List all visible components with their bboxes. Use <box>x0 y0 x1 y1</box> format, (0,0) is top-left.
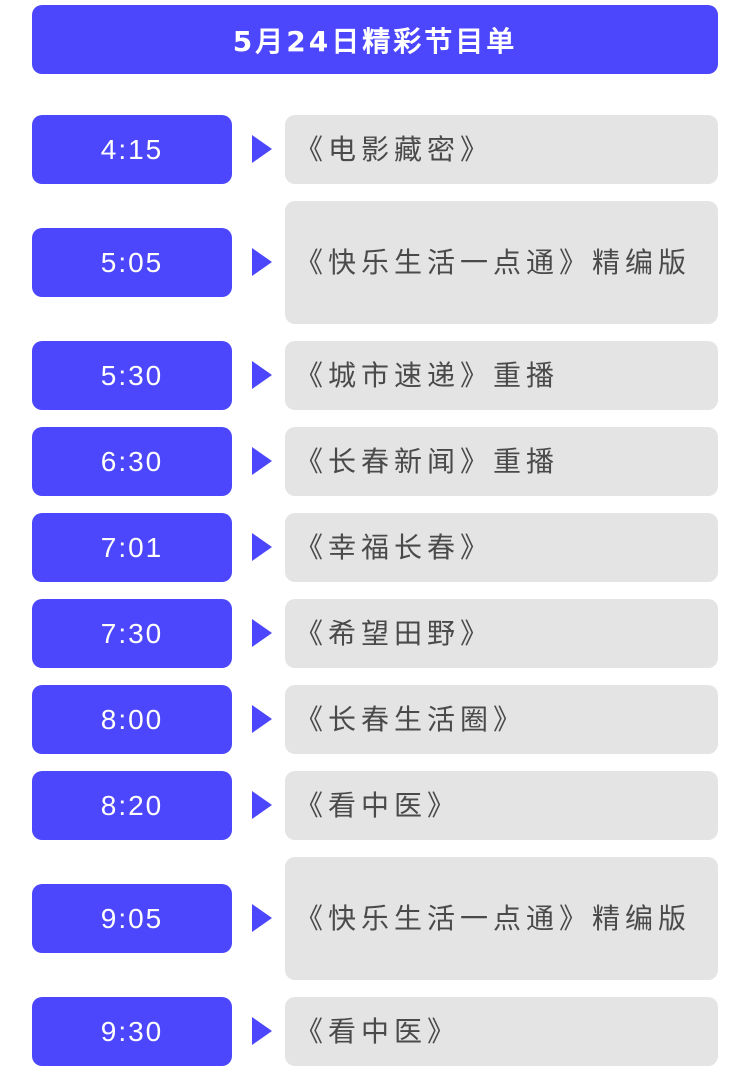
play-arrow-icon <box>252 705 272 733</box>
schedule-row: 5:05 《快乐生活一点通》精编版 <box>32 201 718 324</box>
program-title: 《城市速递》重播 <box>285 341 718 410</box>
time-badge: 7:30 <box>32 599 232 668</box>
play-arrow-icon <box>252 248 272 276</box>
program-title: 《电影藏密》 <box>285 115 718 184</box>
program-title: 《快乐生活一点通》精编版 <box>285 857 718 980</box>
schedule-row: 8:00 《长春生活圈》 <box>32 685 718 754</box>
play-arrow-icon <box>252 135 272 163</box>
play-arrow-icon <box>252 533 272 561</box>
play-arrow-icon <box>252 791 272 819</box>
schedule-row: 8:20 《看中医》 <box>32 771 718 840</box>
program-title: 《长春新闻》重播 <box>285 427 718 496</box>
time-badge: 7:01 <box>32 513 232 582</box>
schedule-row: 9:30 《看中医》 <box>32 997 718 1066</box>
schedule-row: 9:05 《快乐生活一点通》精编版 <box>32 857 718 980</box>
time-badge: 4:15 <box>32 115 232 184</box>
time-badge: 6:30 <box>32 427 232 496</box>
schedule-row: 6:30 《长春新闻》重播 <box>32 427 718 496</box>
time-badge: 9:05 <box>32 884 232 953</box>
program-title: 《希望田野》 <box>285 599 718 668</box>
play-arrow-icon <box>252 904 272 932</box>
schedule-row: 7:30 《希望田野》 <box>32 599 718 668</box>
time-badge: 5:30 <box>32 341 232 410</box>
time-badge: 9:30 <box>32 997 232 1066</box>
program-title: 《长春生活圈》 <box>285 685 718 754</box>
time-badge: 5:05 <box>32 228 232 297</box>
play-arrow-icon <box>252 447 272 475</box>
schedule-row: 7:01 《幸福长春》 <box>32 513 718 582</box>
play-arrow-icon <box>252 619 272 647</box>
time-badge: 8:00 <box>32 685 232 754</box>
program-title: 《看中医》 <box>285 997 718 1066</box>
program-title: 《快乐生活一点通》精编版 <box>285 201 718 324</box>
program-title: 《看中医》 <box>285 771 718 840</box>
play-arrow-icon <box>252 1017 272 1045</box>
schedule-title: 5月24日精彩节目单 <box>32 5 718 74</box>
play-arrow-icon <box>252 361 272 389</box>
program-title: 《幸福长春》 <box>285 513 718 582</box>
schedule-row: 4:15 《电影藏密》 <box>32 115 718 184</box>
time-badge: 8:20 <box>32 771 232 840</box>
schedule-row: 5:30 《城市速递》重播 <box>32 341 718 410</box>
